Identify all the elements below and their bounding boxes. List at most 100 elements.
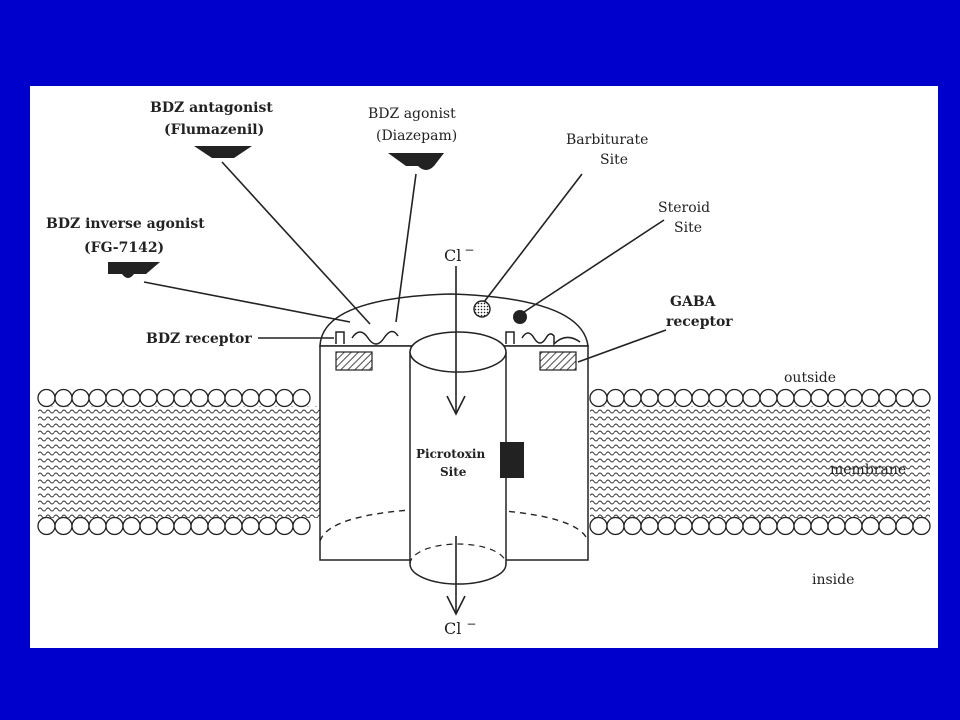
lipid-head-bead xyxy=(708,388,727,408)
label-barbiturate-line2: Site xyxy=(600,152,628,168)
lipid-head-bead xyxy=(674,388,693,408)
lipid-head-bead xyxy=(640,388,659,408)
label-gaba-line1: GABA xyxy=(670,294,717,310)
label-inside: inside xyxy=(812,572,854,588)
leader-steroid xyxy=(523,219,665,313)
lipid-head-bead xyxy=(912,516,931,536)
lipid-head-bead xyxy=(54,516,73,536)
lipid-head-bead xyxy=(895,388,914,408)
lipid-head-bead xyxy=(606,388,625,408)
bdz-agonist-ligand-icon xyxy=(388,153,444,170)
lipid-head-bead xyxy=(708,516,727,536)
steroid-site-marker xyxy=(513,310,527,324)
lipid-head-bead xyxy=(224,388,243,408)
lipid-head-bead xyxy=(776,388,795,408)
bdz-inverse-agonist-ligand-icon xyxy=(108,262,160,278)
lipid-head-bead xyxy=(606,516,625,536)
lipid-head-bead xyxy=(190,388,209,408)
lipid-head-bead xyxy=(190,516,209,536)
label-picrotoxin-line2: Site xyxy=(440,465,467,479)
label-chloride-top: Cl− xyxy=(444,243,474,265)
lipid-head-bead xyxy=(37,516,56,536)
gaba-binding-notch-icon xyxy=(505,331,581,346)
lipid-head-bead xyxy=(589,388,608,408)
lipid-head-bead xyxy=(725,516,744,536)
lipid-head-bead xyxy=(105,388,124,408)
lipid-head-bead xyxy=(139,516,158,536)
picrotoxin-site-marker xyxy=(500,442,524,478)
lipid-head-bead xyxy=(122,516,141,536)
lipid-head-bead xyxy=(844,516,863,536)
label-gaba-line2: receptor xyxy=(666,314,733,330)
hatched-site-left xyxy=(335,351,373,371)
lipid-head-bead xyxy=(895,516,914,536)
lipid-head-bead xyxy=(139,388,158,408)
label-outside: outside xyxy=(784,370,836,386)
label-bdz-inverse-line2: (FG-7142) xyxy=(84,240,164,256)
lipid-head-bead xyxy=(207,388,226,408)
barbiturate-site-marker xyxy=(473,300,491,318)
lipid-head-bead xyxy=(793,516,812,536)
lipid-head-bead xyxy=(691,388,710,408)
label-steroid-line2: Site xyxy=(674,220,702,236)
lipid-head-bead xyxy=(122,388,141,408)
lipid-head-bead xyxy=(827,516,846,536)
lipid-head-bead xyxy=(623,388,642,408)
lipid-head-bead xyxy=(241,516,260,536)
label-bdz-antagonist-line2: (Flumazenil) xyxy=(164,122,264,138)
leader-inverse-agonist xyxy=(143,281,351,323)
lipid-head-beads xyxy=(37,388,931,536)
lipid-head-bead xyxy=(623,516,642,536)
lipid-head-bead xyxy=(810,516,829,536)
membrane-core-left xyxy=(38,406,320,518)
lipid-head-bead xyxy=(54,388,73,408)
lipid-head-bead xyxy=(861,516,880,536)
lipid-head-bead xyxy=(742,388,761,408)
lipid-head-bead xyxy=(88,388,107,408)
hatched-site-right xyxy=(539,351,577,371)
arrowhead-down-icon xyxy=(446,395,466,416)
membrane-core-right xyxy=(590,406,930,518)
lipid-head-bead xyxy=(827,388,846,408)
label-bdz-agonist-line2: (Diazepam) xyxy=(376,128,457,144)
channel-top-opening xyxy=(409,331,507,373)
chloride-channel xyxy=(410,352,506,564)
lipid-head-bead xyxy=(844,388,863,408)
label-chloride-bottom: Cl− xyxy=(444,617,476,638)
channel-bottom-opening xyxy=(409,563,507,585)
label-membrane: membrane xyxy=(830,462,906,478)
label-barbiturate-line1: Barbiturate xyxy=(566,132,648,148)
lipid-head-bead xyxy=(224,516,243,536)
label-bdz-receptor: BDZ receptor xyxy=(146,331,252,347)
lipid-head-bead xyxy=(640,516,659,536)
arrowhead-down-icon xyxy=(446,595,466,616)
lipid-head-bead xyxy=(156,516,175,536)
lipid-head-bead xyxy=(589,516,608,536)
label-bdz-inverse-line1: BDZ inverse agonist xyxy=(46,216,205,232)
lipid-head-bead xyxy=(861,388,880,408)
lipid-head-bead xyxy=(657,516,676,536)
lipid-head-bead xyxy=(71,388,90,408)
lipid-head-bead xyxy=(878,388,897,408)
lipid-head-bead xyxy=(105,516,124,536)
bdz-antagonist-ligand-icon xyxy=(194,146,252,158)
lipid-head-bead xyxy=(258,516,277,536)
lipid-head-bead xyxy=(292,516,311,536)
lipid-head-bead xyxy=(691,516,710,536)
lipid-head-bead xyxy=(742,516,761,536)
lipid-head-bead xyxy=(88,516,107,536)
leader-agonist xyxy=(395,173,417,323)
leader-barbiturate xyxy=(483,173,583,303)
gaba-receptor-diagram: BDZ antagonist (Flumazenil) BDZ agonist … xyxy=(37,100,931,638)
label-picrotoxin-line1: Picrotoxin xyxy=(416,447,485,461)
lipid-head-bead xyxy=(156,388,175,408)
lipid-head-bead xyxy=(674,516,693,536)
lipid-head-bead xyxy=(71,516,90,536)
lipid-head-bead xyxy=(258,388,277,408)
lipid-head-bead xyxy=(725,388,744,408)
lipid-head-bead xyxy=(173,516,192,536)
lipid-head-bead xyxy=(275,388,294,408)
lipid-head-bead xyxy=(912,388,931,408)
diagram-panel: BDZ antagonist (Flumazenil) BDZ agonist … xyxy=(30,86,938,648)
